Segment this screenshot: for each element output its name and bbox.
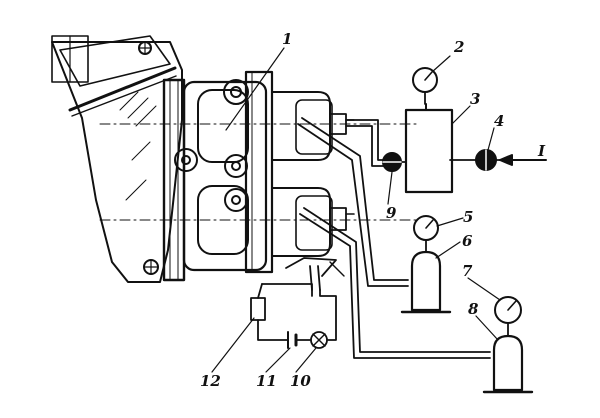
battery-11 <box>287 331 298 349</box>
electrical-circuit <box>257 257 345 341</box>
label-7: 7 <box>462 262 473 280</box>
valve-9 <box>382 152 402 172</box>
leader-lines <box>211 47 501 373</box>
lamp-10 <box>310 331 328 349</box>
label-10: 10 <box>290 372 311 390</box>
label-I: I <box>538 142 546 160</box>
contact-12 <box>250 297 266 321</box>
pressure-gauge-7 <box>494 296 522 337</box>
pressure-gauge-2 <box>412 67 438 105</box>
label-5: 5 <box>463 208 474 226</box>
label-3: 3 <box>470 90 481 108</box>
gas-cylinder-6 <box>400 250 452 314</box>
pressure-gauge-5 <box>413 215 439 253</box>
inlet-arrow <box>499 154 547 166</box>
label-1: 1 <box>282 30 293 48</box>
vessel-3 <box>404 103 454 194</box>
mounting-bracket <box>51 35 183 283</box>
label-9: 9 <box>386 204 397 222</box>
pump-body <box>99 70 421 274</box>
label-8: 8 <box>468 300 479 318</box>
label-2: 2 <box>454 38 465 56</box>
valve-4 <box>475 149 497 171</box>
label-11: 11 <box>256 372 277 390</box>
label-12: 12 <box>200 372 221 390</box>
label-6: 6 <box>462 232 473 250</box>
label-4: 4 <box>494 112 505 130</box>
gas-cylinder-8 <box>482 334 534 394</box>
